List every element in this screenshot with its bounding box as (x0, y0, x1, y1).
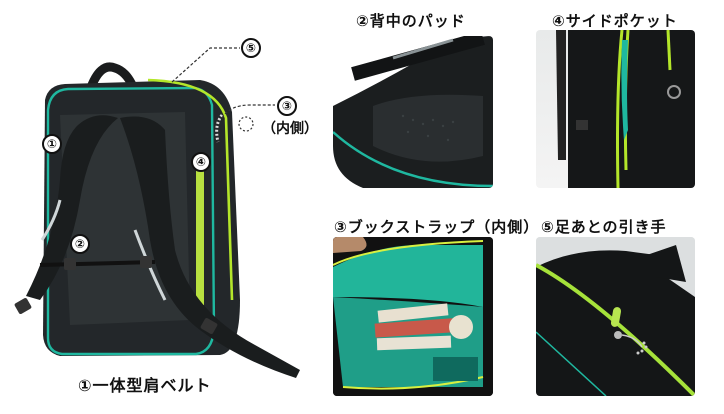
side-pocket-image (556, 30, 695, 188)
photo-side-pocket (536, 30, 695, 188)
marker-1: ① (42, 134, 62, 154)
caption-book-strap: ③ブックストラップ（内側） (334, 218, 540, 236)
marker-2: ② (70, 234, 90, 254)
main-caption: ①一体型肩ベルト (78, 376, 212, 395)
caption-side-pocket: ④サイドポケット (552, 12, 678, 30)
marker-4: ④ (191, 152, 211, 172)
photo-back-pad (333, 36, 493, 188)
zipper-pull-image (536, 237, 695, 396)
marker-3: ③ (277, 96, 297, 116)
caption-back-pad: ②背中のパッド (356, 12, 466, 30)
photo-zipper-pull (536, 237, 695, 396)
caption-zipper-pull: ⑤足あとの引き手 (541, 218, 667, 236)
marker-5: ⑤ (241, 38, 261, 58)
book-strap-image (333, 237, 493, 396)
main-backpack-figure: ① ② ④ ⑤ ③ （内側） ①一体型肩ベルト (0, 0, 320, 414)
backpack-illustration (14, 47, 300, 378)
back-pad-image (333, 36, 493, 188)
marker-3-sublabel: （内側） (262, 121, 318, 137)
photo-book-strap (333, 237, 493, 396)
